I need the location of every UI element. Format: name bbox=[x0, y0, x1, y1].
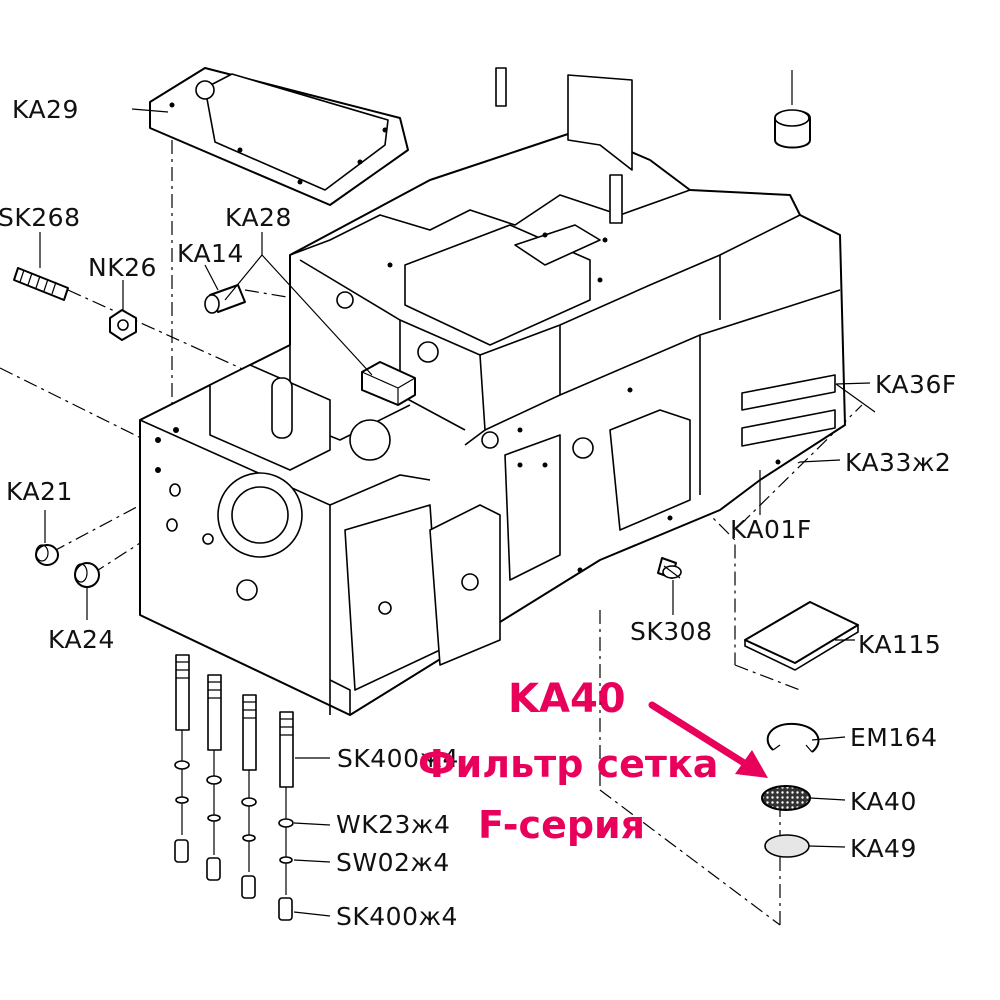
annotation-series: F-серия bbox=[478, 803, 645, 847]
gasket-ka29 bbox=[149, 67, 409, 206]
label-ka24: KA24 bbox=[48, 625, 115, 654]
label-ka01f: KA01F bbox=[730, 515, 812, 544]
label-sk400-b: SK400ж4 bbox=[336, 902, 458, 931]
filter-mesh-ka40 bbox=[761, 785, 811, 811]
label-ka29: KA29 bbox=[12, 95, 79, 124]
nut-nk26 bbox=[109, 309, 137, 341]
bushing-top bbox=[774, 70, 811, 149]
plug-ka21 bbox=[35, 544, 59, 566]
setscrew-sk268 bbox=[13, 267, 69, 301]
pad-ka115 bbox=[744, 601, 859, 671]
annotation-title: KA40 bbox=[508, 676, 626, 722]
label-sk268: SK268 bbox=[0, 203, 80, 232]
stud-4 bbox=[278, 711, 294, 921]
leader-lines bbox=[39, 108, 876, 917]
label-wk23: WK23ж4 bbox=[336, 810, 450, 839]
plug-ka24 bbox=[74, 562, 100, 588]
annotation-description: Фильтр сетка bbox=[418, 742, 718, 786]
label-ka14: KA14 bbox=[177, 239, 244, 268]
label-ka36f: KA36F bbox=[875, 370, 957, 399]
screw-sk308 bbox=[657, 557, 682, 579]
label-ka115: KA115 bbox=[858, 630, 941, 659]
label-sk400-a: SK400ж4 bbox=[337, 744, 459, 773]
filter-annotation: KA40 Фильтр сетка F-серия bbox=[418, 676, 718, 847]
label-ka21: KA21 bbox=[6, 477, 73, 506]
part-labels: KA29 SK268 KA28 KA14 NK26 KA36F KA33ж2 K… bbox=[0, 95, 957, 931]
stud-set bbox=[174, 654, 294, 921]
label-sw02: SW02ж4 bbox=[336, 848, 450, 877]
annotation-arrow bbox=[648, 701, 768, 778]
label-sk308: SK308 bbox=[630, 617, 712, 646]
snap-ring-em164 bbox=[766, 722, 820, 753]
stud-2 bbox=[206, 674, 222, 881]
bushing-ka14 bbox=[204, 284, 246, 314]
stud-3 bbox=[241, 694, 257, 899]
disc-ka49 bbox=[764, 834, 810, 858]
label-ka49: KA49 bbox=[850, 834, 917, 863]
main-casing bbox=[139, 67, 846, 716]
label-ka33: KA33ж2 bbox=[845, 448, 951, 477]
felt-block-ka28 bbox=[361, 361, 416, 406]
label-nk26: NK26 bbox=[88, 253, 157, 282]
label-ka28: KA28 bbox=[225, 203, 292, 232]
label-ka40: KA40 bbox=[850, 787, 917, 816]
label-em164: EM164 bbox=[850, 723, 938, 752]
stud-1 bbox=[174, 654, 190, 863]
